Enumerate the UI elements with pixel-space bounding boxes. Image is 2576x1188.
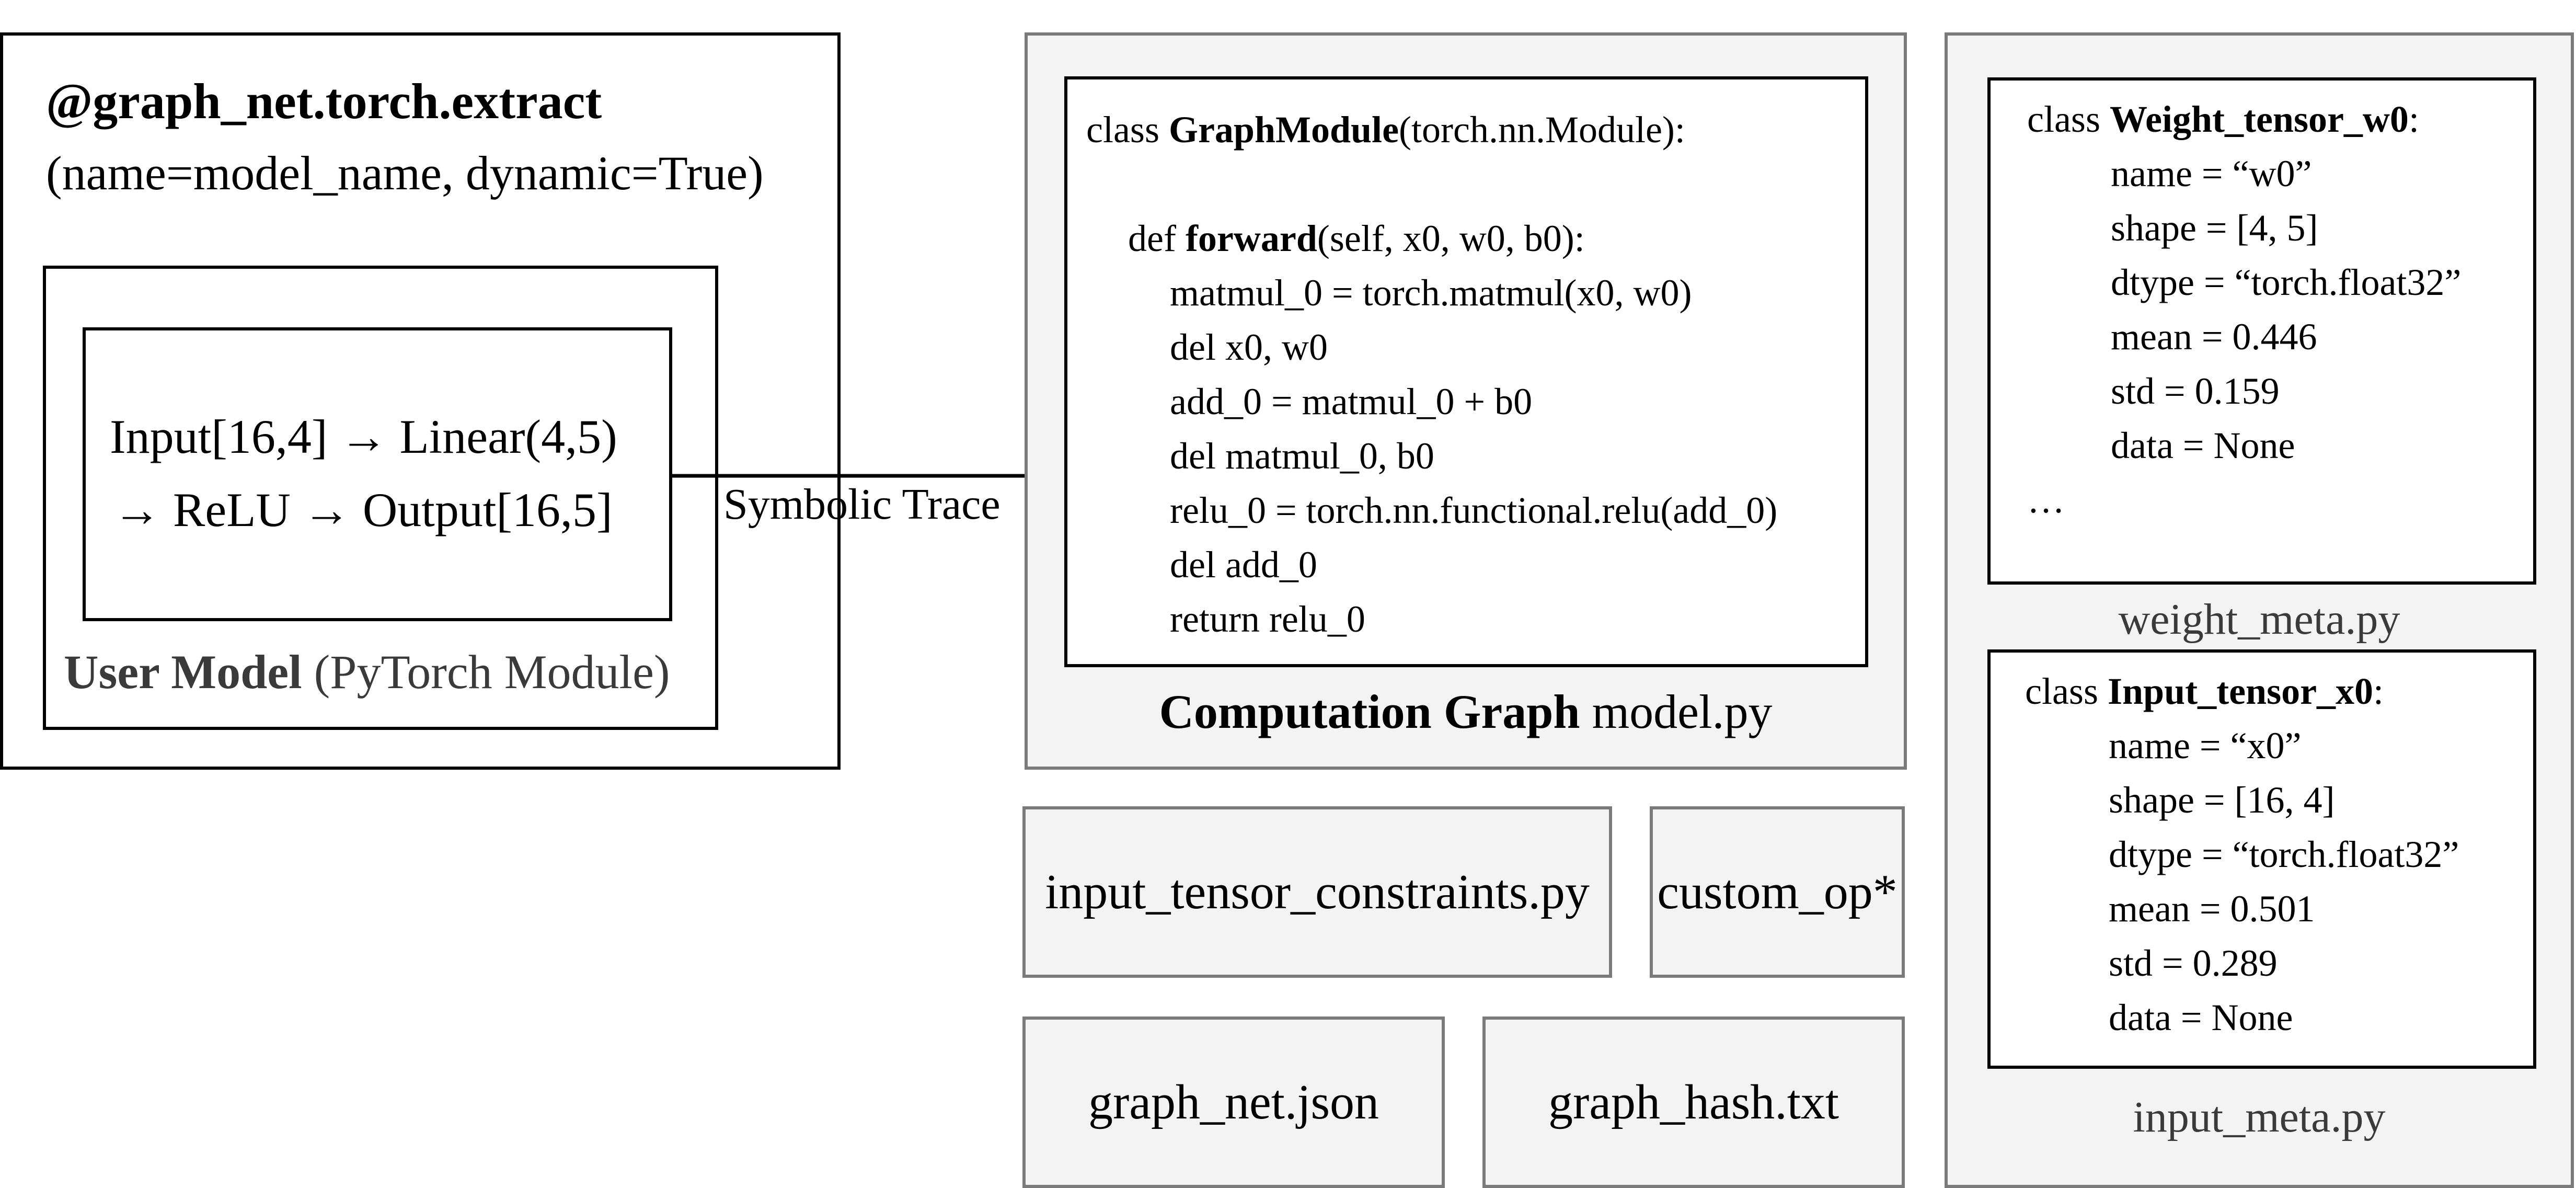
forward-def-suffix: (self, x0, w0, b0): [1317,218,1585,259]
input-class-prefix: class [2025,670,2108,712]
code-line: relu_0 = torch.nn.functional.relu(add_0) [1170,489,1778,531]
computation-graph-panel: class GraphModule(torch.nn.Module): def … [1025,32,1907,770]
model-flow-line-2: → ReLU → Output[16,5] [113,483,613,536]
custom-op-file: custom_op* [1650,806,1905,978]
graph-class-suffix: (torch.nn.Module): [1399,109,1685,151]
model-flow-line-1: Input[16,4] → Linear(4,5) [110,410,617,463]
user-model-caption: User Model (PyTorch Module) [64,644,670,700]
input-field: mean = 0.501 [2109,888,2315,930]
model-flow-box: Input[16,4] → Linear(4,5) → ReLU → Outpu… [83,327,672,621]
weight-class-line: class Weight_tensor_w0: [2027,92,2419,146]
input-meta-caption: input_meta.py [2133,1093,2386,1141]
weight-field: name = “w0” [2111,153,2312,195]
graph-module-code: class GraphModule(torch.nn.Module): def … [1064,76,1868,667]
code-line: del x0, w0 [1170,326,1328,368]
input-field: name = “x0” [2109,725,2302,767]
weight-field: std = 0.159 [2111,370,2280,412]
weight-class-prefix: class [2027,98,2110,140]
input-field: data = None [2109,997,2293,1038]
graph-class-prefix: class [1086,109,1169,151]
forward-def-prefix: def [1128,218,1186,259]
user-model-caption-rest: (PyTorch Module) [302,645,670,699]
weight-class-name: Weight_tensor_w0 [2109,98,2409,140]
weight-field: mean = 0.446 [2111,316,2317,358]
weight-field: data = None [2111,425,2295,466]
user-model-box: Input[16,4] → Linear(4,5) → ReLU → Outpu… [43,266,718,730]
decorator-args: (name=model_name, dynamic=True) [46,146,764,200]
computation-graph-caption: Computation Graph model.py [1028,684,1904,739]
graph-class-name: GraphModule [1168,109,1399,151]
input-field: dtype = “torch.float32” [2109,833,2459,875]
computation-graph-caption-bold: Computation Graph [1159,685,1580,738]
constraints-file: input_tensor_constraints.py [1022,806,1612,978]
decorator-name: @graph_net.torch.extract [46,73,602,129]
input-meta-code: class Input_tensor_x0: name = “x0” shape… [1987,649,2536,1069]
weight-ellipsis: … [2027,479,2065,521]
weight-meta-caption: weight_meta.py [2118,595,2400,644]
input-class-name: Input_tensor_x0 [2107,670,2374,712]
graph-hash-file: graph_hash.txt [1482,1016,1905,1188]
code-line: add_0 = matmul_0 + b0 [1170,381,1533,422]
weight-meta-code: class Weight_tensor_w0: name = “w0” shap… [1987,77,2536,585]
code-line: del add_0 [1170,544,1317,586]
code-line: del matmul_0, b0 [1170,435,1434,477]
input-class-line: class Input_tensor_x0: [2025,664,2384,718]
weight-field: shape = [4, 5] [2111,207,2318,249]
computation-graph-caption-rest: model.py [1580,685,1773,738]
weight-class-suffix: : [2408,98,2419,140]
user-model-caption-bold: User Model [64,645,302,699]
code-line: matmul_0 = torch.matmul(x0, w0) [1170,272,1692,314]
code-line: return relu_0 [1170,598,1365,640]
forward-def-line: def forward(self, x0, w0, b0): [1128,211,1585,266]
forward-def-name: forward [1185,218,1317,259]
input-class-suffix: : [2373,670,2384,712]
input-field: std = 0.289 [2109,942,2278,984]
graph-net-json-file: graph_net.json [1022,1016,1445,1188]
extract-decorator-panel: @graph_net.torch.extract (name=model_nam… [0,32,841,770]
input-field: shape = [16, 4] [2109,779,2335,821]
graph-class-line: class GraphModule(torch.nn.Module): [1086,102,1685,157]
arrow-label: Symbolic Trace [723,480,1000,529]
meta-panel: class Weight_tensor_w0: name = “w0” shap… [1945,32,2574,1188]
weight-field: dtype = “torch.float32” [2111,261,2462,303]
